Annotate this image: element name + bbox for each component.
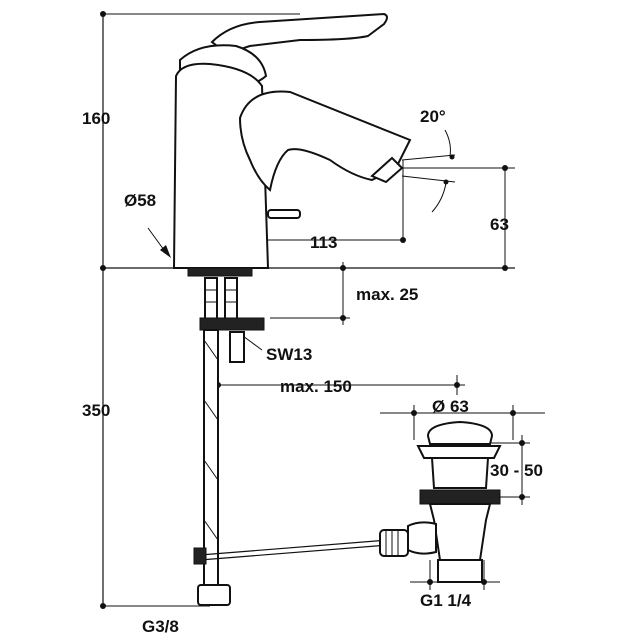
label-diameter-body: Ø58 — [124, 191, 156, 210]
label-waste-adjust: 30 - 50 — [490, 461, 543, 480]
label-waste-diameter: Ø 63 — [432, 397, 469, 416]
fixing-nut — [229, 331, 245, 363]
waste-tailpiece — [437, 559, 483, 583]
aerator — [370, 156, 404, 184]
label-deck-thickness: max. 25 — [356, 285, 418, 304]
label-pull-rod: max. 150 — [280, 377, 352, 396]
label-wrench-size: SW13 — [266, 345, 312, 364]
label-spout-angle: 20° — [420, 107, 446, 126]
spout — [238, 90, 412, 192]
label-spout-height: 63 — [490, 215, 509, 234]
hose-connector — [197, 584, 231, 606]
label-height-bottom: 350 — [82, 401, 110, 420]
pull-rod-knob — [267, 209, 301, 219]
supply-hose — [197, 329, 231, 606]
pop-up-linkage — [193, 529, 409, 565]
mounting-hardware — [199, 277, 265, 363]
waste-lock-nut — [419, 489, 501, 505]
faucet-body — [172, 12, 412, 277]
label-waste-thread: G1 1/4 — [420, 591, 472, 610]
faucet-base — [187, 267, 253, 277]
waste-plug — [426, 420, 494, 445]
label-spout-reach: 113 — [310, 233, 337, 252]
label-height-top: 160 — [82, 109, 110, 128]
label-supply-thread: G3/8 — [142, 617, 179, 636]
pop-up-waste — [407, 420, 502, 583]
fixing-plate — [199, 317, 265, 331]
dimension-labels: 160 Ø58 20° 113 63 max. 25 SW13 max. 150… — [82, 107, 543, 636]
